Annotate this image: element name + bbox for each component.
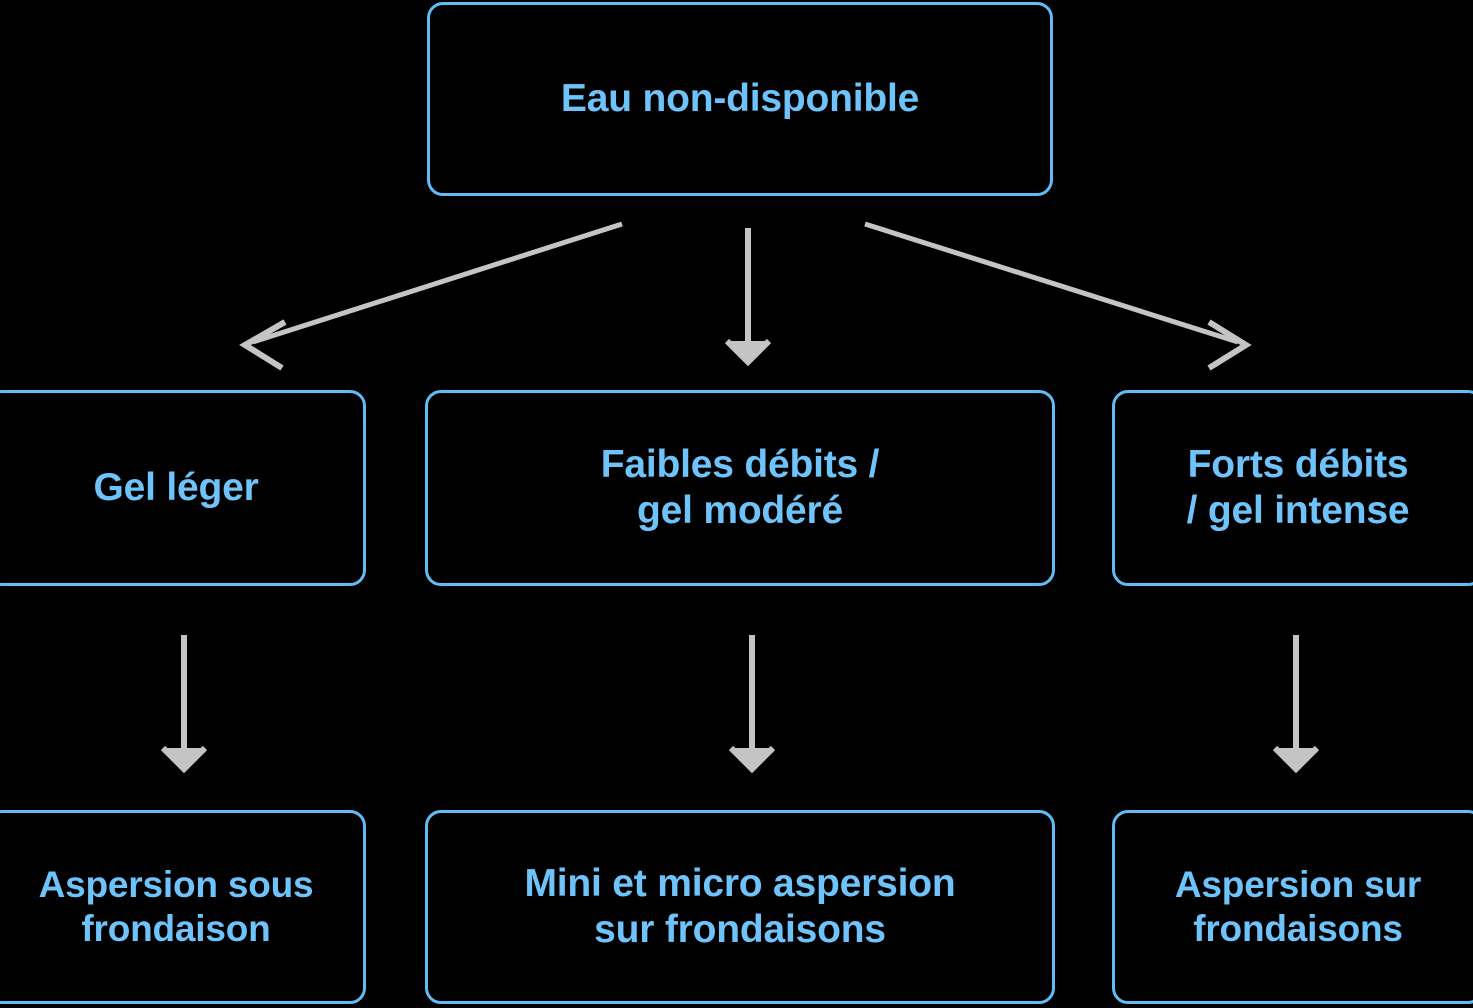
node-gel-leger[interactable]: Gel léger: [0, 390, 366, 586]
node-eau-non-disponible[interactable]: Eau non-disponible: [427, 2, 1053, 196]
node-aspersion-sur-frondaisons[interactable]: Aspersion sur frondaisons: [1112, 810, 1473, 1004]
node-faibles-debits-gel-modere[interactable]: Faibles débits / gel modéré: [425, 390, 1055, 586]
node-forts-debits-gel-intense[interactable]: Forts débits / gel intense: [1112, 390, 1473, 586]
node-aspersion-sous-frondaison[interactable]: Aspersion sous frondaison: [0, 810, 366, 1004]
node-mini-et-micro-aspersion-sur-frondaisons[interactable]: Mini et micro aspersion sur frondaisons: [425, 810, 1055, 1004]
edge-gel-leger-to-aspersion-sous: [160, 635, 208, 774]
edge-root-to-gel-leger: [239, 221, 623, 371]
edge-root-to-forts-debits: [864, 221, 1252, 371]
edge-faibles-debits-to-mini-micro: [728, 635, 776, 774]
edge-root-to-faibles-debits: [724, 228, 772, 367]
edge-forts-debits-to-aspersion-sur: [1272, 635, 1320, 774]
